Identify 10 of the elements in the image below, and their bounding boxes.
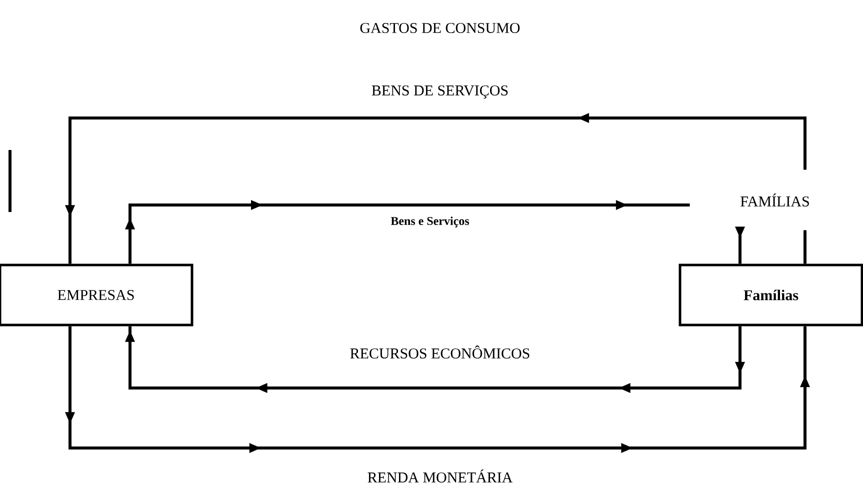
edge-label: RENDA MONETÁRIA	[366, 468, 514, 484]
edge-label: RECURSOS ECONÔMICOS	[348, 344, 532, 360]
title: GASTOS DE CONSUMO	[360, 22, 520, 34]
edge-label: Bens e Serviços	[390, 216, 470, 228]
arrow	[124, 200, 690, 264]
process-box: EMPRESAS	[0, 264, 194, 326]
text-label: FAMÍLIAS	[740, 194, 809, 206]
arrow	[124, 326, 746, 394]
edge-label: BENS DE SERVIÇOS	[370, 84, 510, 100]
process-box: Famílias	[678, 264, 863, 326]
